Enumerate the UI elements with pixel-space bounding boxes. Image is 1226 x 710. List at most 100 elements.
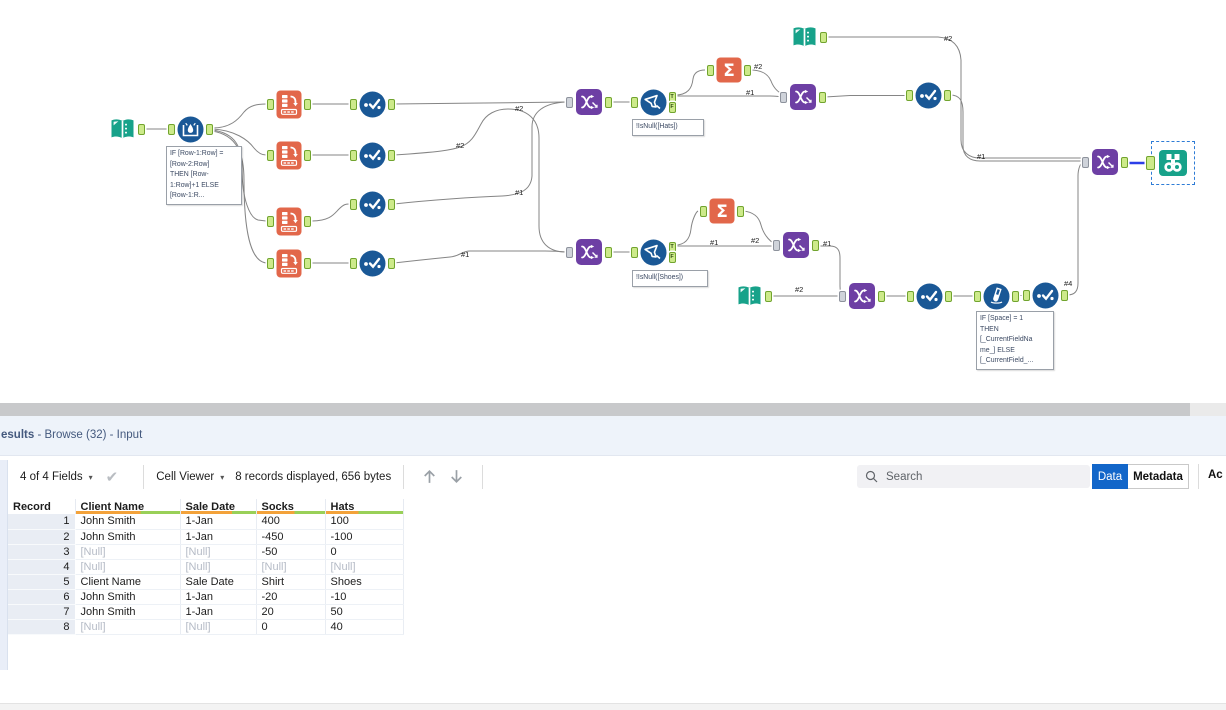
- false-output-anchor[interactable]: F: [668, 251, 676, 263]
- output-anchor[interactable]: [605, 97, 612, 108]
- output-anchor[interactable]: [205, 124, 213, 135]
- union-tool-1[interactable]: [566, 88, 612, 116]
- summarize-tool-1[interactable]: Σ: [707, 57, 751, 83]
- connection-wire[interactable]: [211, 103, 267, 129]
- output-anchor[interactable]: [304, 216, 311, 227]
- data-cell[interactable]: 0: [325, 544, 404, 560]
- data-cell[interactable]: 1-Jan: [180, 514, 257, 530]
- connection-wire[interactable]: [311, 203, 351, 222]
- tool-annotation[interactable]: !IsNull([Shoes]): [632, 270, 708, 287]
- connection-wire[interactable]: [674, 69, 706, 96]
- connection-wire[interactable]: [211, 129, 267, 222]
- multi-input-anchor[interactable]: [566, 97, 573, 108]
- connection-wire[interactable]: [949, 94, 1082, 162]
- output-anchor[interactable]: [1121, 157, 1128, 168]
- data-cell[interactable]: -50: [256, 544, 326, 560]
- record-number-cell[interactable]: 1: [8, 514, 76, 530]
- data-cell[interactable]: 40: [325, 619, 404, 635]
- input-anchor[interactable]: [267, 150, 274, 161]
- input-anchor[interactable]: [906, 291, 914, 302]
- input-data-tool-1[interactable]: [109, 117, 145, 141]
- data-cell[interactable]: -10: [325, 589, 404, 605]
- tool-annotation[interactable]: !IsNull([Hats]): [632, 119, 704, 136]
- output-anchor[interactable]: [605, 247, 612, 258]
- data-cell[interactable]: [Null]: [75, 544, 181, 560]
- connection-wire[interactable]: [824, 95, 906, 98]
- data-cell[interactable]: [Null]: [75, 619, 181, 635]
- scroll-up-button[interactable]: [416, 468, 443, 485]
- column-header-hats[interactable]: Hats: [325, 499, 404, 514]
- output-anchor[interactable]: [304, 150, 311, 161]
- record-number-cell[interactable]: 3: [8, 544, 76, 560]
- unique-tool-3[interactable]: [349, 191, 395, 218]
- unique-tool-4[interactable]: [349, 250, 395, 277]
- output-anchor[interactable]: [137, 124, 145, 135]
- data-cell[interactable]: Sale Date: [180, 574, 257, 590]
- union-tool-3[interactable]: [780, 83, 826, 111]
- actions-label[interactable]: Ac: [1208, 469, 1223, 481]
- connection-wire[interactable]: [675, 95, 788, 99]
- input-data-tool-2[interactable]: [791, 25, 827, 49]
- output-anchor[interactable]: [1011, 291, 1019, 302]
- scroll-down-button[interactable]: [443, 468, 470, 485]
- false-output-anchor[interactable]: F: [668, 101, 676, 113]
- multi-field-formula-tool[interactable]: [973, 283, 1019, 310]
- fields-dropdown[interactable]: 4 of 4 Fields▾: [20, 470, 93, 483]
- data-cell[interactable]: John Smith: [75, 529, 181, 545]
- column-header-sale-date[interactable]: Sale Date: [180, 499, 257, 514]
- input-anchor[interactable]: [630, 247, 638, 258]
- data-cell[interactable]: John Smith: [75, 604, 181, 620]
- output-anchor[interactable]: [819, 92, 826, 103]
- input-anchor[interactable]: [349, 99, 357, 110]
- data-cell[interactable]: 50: [325, 604, 404, 620]
- multi-input-anchor[interactable]: [773, 240, 780, 251]
- output-anchor[interactable]: [387, 199, 395, 210]
- data-cell[interactable]: 400: [256, 514, 326, 530]
- output-anchor[interactable]: [819, 32, 827, 43]
- data-cell[interactable]: John Smith: [75, 589, 181, 605]
- search-box[interactable]: [857, 465, 1090, 488]
- connection-wire[interactable]: [1066, 162, 1083, 296]
- connection-wire[interactable]: [393, 250, 567, 264]
- apply-checkmark-icon[interactable]: ✔: [105, 468, 119, 486]
- input-anchor[interactable]: [905, 90, 913, 101]
- output-anchor[interactable]: [744, 65, 751, 76]
- output-anchor[interactable]: [304, 258, 311, 269]
- tool-annotation[interactable]: IF [Row-1:Row] =[Row-2:Row]THEN [Row-1:R…: [166, 146, 242, 205]
- data-cell[interactable]: Shoes: [325, 574, 404, 590]
- output-anchor[interactable]: [764, 291, 772, 302]
- browse-tool[interactable]: [1146, 141, 1195, 185]
- output-anchor[interactable]: [878, 291, 885, 302]
- input-data-tool-3[interactable]: [736, 284, 772, 308]
- multi-input-anchor[interactable]: [566, 247, 573, 258]
- collapsed-side-splitter[interactable]: [0, 460, 8, 670]
- canvas-horizontal-scrollbar[interactable]: [0, 403, 1226, 416]
- input-anchor[interactable]: [267, 216, 274, 227]
- multi-row-formula-tool[interactable]: [167, 116, 213, 143]
- connection-wire[interactable]: [211, 130, 267, 264]
- data-cell[interactable]: Client Name: [75, 574, 181, 590]
- running-total-tool-4[interactable]: [267, 249, 311, 278]
- connection-wire[interactable]: [393, 101, 567, 205]
- output-anchor[interactable]: [387, 99, 395, 110]
- column-header-record[interactable]: Record: [8, 499, 76, 514]
- data-cell[interactable]: 1-Jan: [180, 589, 257, 605]
- union-tool-2[interactable]: [566, 238, 612, 266]
- data-cell[interactable]: [Null]: [180, 559, 257, 575]
- input-anchor[interactable]: [167, 124, 175, 135]
- running-total-tool-3[interactable]: [267, 207, 311, 236]
- connection-wire[interactable]: [826, 36, 1082, 159]
- tab-metadata[interactable]: Metadata: [1128, 464, 1189, 489]
- input-anchor[interactable]: [349, 150, 357, 161]
- output-anchor[interactable]: [944, 291, 952, 302]
- column-header-client-name[interactable]: Client Name: [75, 499, 181, 514]
- output-anchor[interactable]: [387, 150, 395, 161]
- input-anchor[interactable]: [700, 206, 707, 217]
- tab-data[interactable]: Data: [1092, 464, 1128, 489]
- data-cell[interactable]: [Null]: [180, 544, 257, 560]
- data-cell[interactable]: -100: [325, 529, 404, 545]
- unique-tool-7[interactable]: [1022, 282, 1068, 309]
